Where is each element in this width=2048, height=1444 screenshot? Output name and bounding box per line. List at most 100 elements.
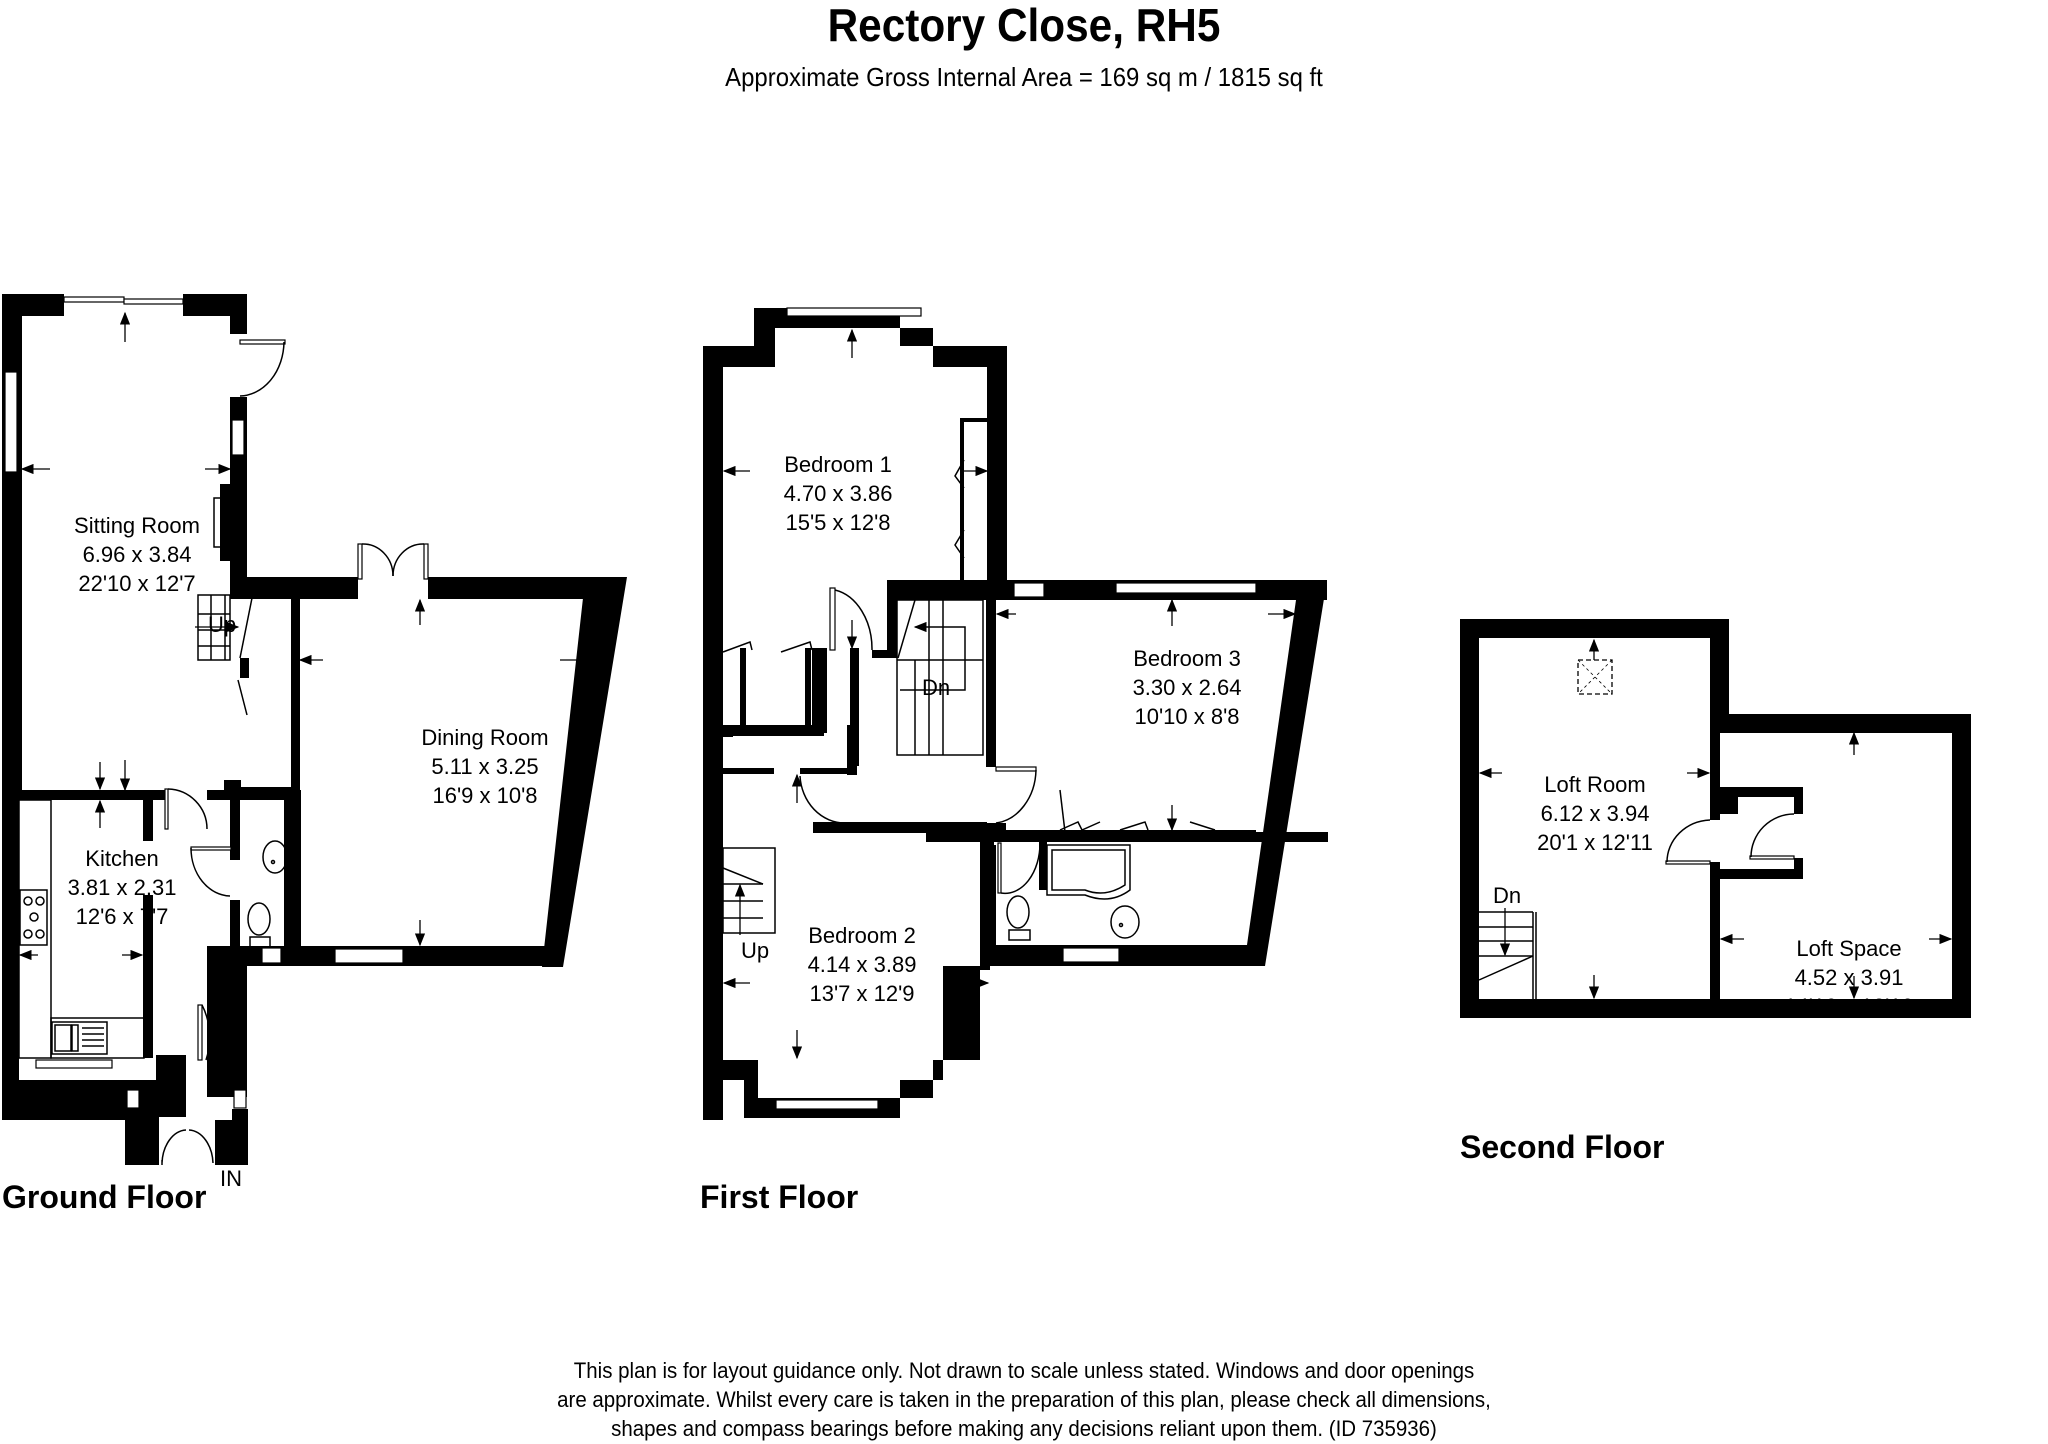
window bbox=[1062, 947, 1120, 963]
wall bbox=[805, 648, 811, 728]
wall bbox=[224, 780, 241, 792]
wall bbox=[1794, 858, 1803, 878]
door-swing bbox=[361, 543, 394, 577]
wall bbox=[1710, 733, 1720, 820]
door-swing bbox=[392, 543, 425, 577]
door-swing bbox=[1666, 819, 1711, 863]
basin-icon bbox=[1110, 905, 1140, 939]
floor-title: Second Floor bbox=[1460, 1129, 1664, 1165]
room-imperial: 12'6 x 7'7 bbox=[76, 904, 169, 929]
window bbox=[35, 1059, 113, 1069]
door bbox=[829, 587, 836, 651]
staircase-down bbox=[896, 599, 984, 756]
stairs-down-label: Dn bbox=[1493, 883, 1521, 908]
chimney-breast bbox=[220, 484, 235, 561]
skylight-icon bbox=[1577, 659, 1613, 695]
wall bbox=[230, 800, 240, 860]
wall bbox=[1794, 787, 1803, 814]
door bbox=[190, 846, 232, 851]
wall bbox=[1720, 787, 1803, 797]
wall bbox=[986, 597, 996, 767]
door bbox=[197, 1004, 203, 1061]
wall bbox=[2, 294, 22, 794]
cupboard-door bbox=[237, 679, 248, 716]
room-name: Loft Room bbox=[1544, 772, 1646, 797]
window bbox=[1115, 582, 1257, 594]
room-imperial: 10'10 x 8'8 bbox=[1134, 704, 1239, 729]
room-metric: 3.81 x 2.31 bbox=[68, 875, 177, 900]
basin-icon bbox=[262, 840, 288, 874]
staircase-down bbox=[1478, 908, 1537, 999]
sliding-door bbox=[123, 298, 184, 305]
room-imperial: 14'10 x 12'10 bbox=[1784, 994, 1914, 1019]
door bbox=[239, 339, 286, 345]
entrance-door-swing bbox=[161, 1129, 187, 1165]
room-name: Kitchen bbox=[85, 846, 158, 871]
door-swing bbox=[167, 788, 208, 830]
toilet-icon bbox=[1006, 895, 1031, 941]
gross-internal-area: Approximate Gross Internal Area = 169 sq… bbox=[725, 62, 1323, 92]
door bbox=[1665, 860, 1711, 865]
room-metric: 3.30 x 2.64 bbox=[1133, 675, 1242, 700]
worktop bbox=[18, 799, 52, 1059]
wall bbox=[987, 845, 996, 965]
wall bbox=[240, 658, 249, 678]
wall bbox=[1710, 714, 1971, 733]
wardrobe-door bbox=[954, 459, 965, 559]
wall bbox=[812, 648, 827, 733]
room-imperial: 15'5 x 12'8 bbox=[785, 510, 890, 535]
wall bbox=[1460, 999, 1971, 1018]
door-swing bbox=[799, 775, 846, 824]
plan-title: Rectory Close, RH5 bbox=[827, 0, 1221, 51]
wall bbox=[141, 1120, 159, 1165]
door-swing bbox=[834, 589, 873, 651]
room-metric: 4.70 x 3.86 bbox=[784, 481, 893, 506]
wall bbox=[1710, 862, 1720, 1002]
stairs-down-label: Dn bbox=[922, 675, 950, 700]
window bbox=[334, 948, 404, 964]
wall bbox=[2, 790, 19, 1120]
toilet-icon bbox=[247, 902, 271, 948]
wall bbox=[887, 580, 1327, 600]
wall bbox=[1460, 619, 1729, 638]
wall bbox=[932, 822, 987, 838]
wall bbox=[542, 577, 627, 967]
wall bbox=[143, 800, 153, 841]
disclaimer-line: are approximate. Whilst every care is ta… bbox=[557, 1387, 1491, 1412]
french-door bbox=[423, 543, 429, 580]
wall bbox=[291, 598, 300, 798]
floor-title: First Floor bbox=[700, 1179, 858, 1215]
door-swing bbox=[1000, 842, 1041, 895]
door-swing bbox=[239, 341, 285, 397]
door bbox=[164, 788, 169, 830]
wall bbox=[800, 768, 847, 774]
wall bbox=[1244, 580, 1327, 966]
wall bbox=[284, 790, 301, 960]
wall bbox=[156, 1055, 186, 1117]
wall bbox=[232, 1109, 248, 1165]
wall bbox=[1063, 832, 1328, 842]
wall bbox=[1952, 714, 1971, 1018]
wall bbox=[230, 900, 240, 950]
sliding-door bbox=[63, 296, 125, 303]
window bbox=[126, 1089, 140, 1109]
window bbox=[786, 307, 922, 317]
first-floor-plan: Dn bbox=[700, 307, 1328, 1215]
worktop bbox=[50, 1017, 145, 1059]
wardrobe bbox=[960, 418, 964, 588]
wall bbox=[887, 588, 897, 658]
door-swing bbox=[201, 1004, 211, 1061]
room-metric: 4.14 x 3.89 bbox=[808, 952, 917, 977]
room-metric: 4.52 x 3.91 bbox=[1795, 965, 1904, 990]
room-name: Bedroom 3 bbox=[1133, 646, 1241, 671]
wall bbox=[207, 960, 247, 1097]
wall bbox=[723, 768, 774, 774]
wall bbox=[230, 294, 247, 334]
window bbox=[233, 1089, 247, 1109]
wall bbox=[723, 725, 733, 737]
disclaimer: This plan is for layout guidance only. N… bbox=[72, 1356, 1977, 1443]
hob-icon bbox=[19, 889, 48, 946]
wardrobe-door bbox=[1059, 821, 1216, 831]
fireplace bbox=[213, 497, 223, 548]
